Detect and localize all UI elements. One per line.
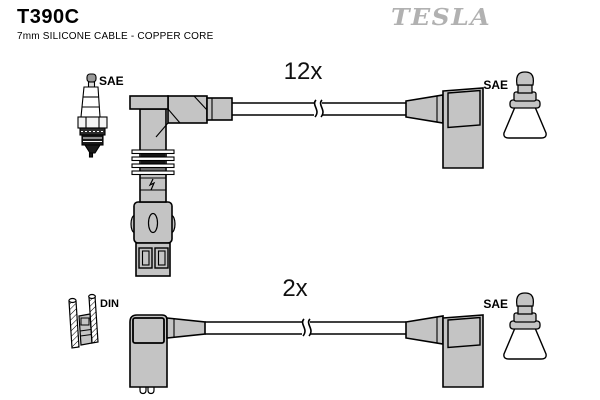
tesla-logo: TESLA <box>391 4 492 31</box>
distributor-boot-bottom <box>129 314 206 395</box>
page-title-part-number: T390C <box>17 6 80 28</box>
subtitle-cable-spec: 7mm SILICONE CABLE - COPPER CORE <box>17 31 214 42</box>
coil-boot-top <box>405 87 484 169</box>
coil-boot-bottom <box>405 314 484 388</box>
din-wall-top <box>68 297 77 304</box>
sae-terminal-icon-top <box>503 71 547 139</box>
cable-break-icon <box>301 318 312 337</box>
socket-window-inner <box>141 250 150 266</box>
boot-body <box>129 314 168 388</box>
plug-terminal-label-top: SAE <box>99 74 124 88</box>
rib-bands <box>141 153 165 171</box>
boot-body-inset <box>447 316 481 349</box>
socket-window-inner <box>157 250 166 266</box>
plug-tip <box>84 144 101 154</box>
shaft-break-mark <box>148 178 156 191</box>
din-terminal-tab <box>80 317 90 326</box>
boot-flange <box>129 95 169 110</box>
cable-top <box>232 99 406 118</box>
quantity-label-top: 12x <box>284 58 323 85</box>
cable-neck <box>206 97 233 121</box>
plug-electrode <box>88 152 94 158</box>
plug-terminal-label-bottom: DIN <box>100 298 119 310</box>
boot-prong <box>139 386 147 395</box>
plug-neck <box>87 81 96 88</box>
cable-bottom <box>205 318 406 337</box>
elbow-body <box>167 95 208 124</box>
plug-threads <box>81 134 104 146</box>
quantity-label-bottom: 2x <box>282 275 307 302</box>
elbow-seam <box>193 95 208 111</box>
plug-insulator <box>80 86 101 118</box>
din-wall-top <box>88 293 96 300</box>
boot-body-inset <box>132 317 165 344</box>
coil-terminal-label-top: SAE <box>483 78 508 92</box>
boot-body-inset <box>447 89 481 129</box>
cable-neck <box>166 317 206 339</box>
elbow-seam <box>155 122 169 138</box>
spark-plug-icon <box>77 73 108 158</box>
plug-terminal-nut <box>86 73 97 83</box>
angled-plug-boot-top <box>129 95 233 277</box>
plug-hex <box>77 116 108 129</box>
elbow-seam <box>167 108 181 124</box>
slot-opening <box>147 212 159 234</box>
sae-terminal-icon-bottom <box>503 292 547 360</box>
cable-break-icon <box>313 99 324 118</box>
din-terminal-icon <box>68 293 99 349</box>
rib-fins <box>131 149 175 176</box>
coil-terminal-label-bottom: SAE <box>483 297 508 311</box>
boot-prong <box>147 386 155 395</box>
